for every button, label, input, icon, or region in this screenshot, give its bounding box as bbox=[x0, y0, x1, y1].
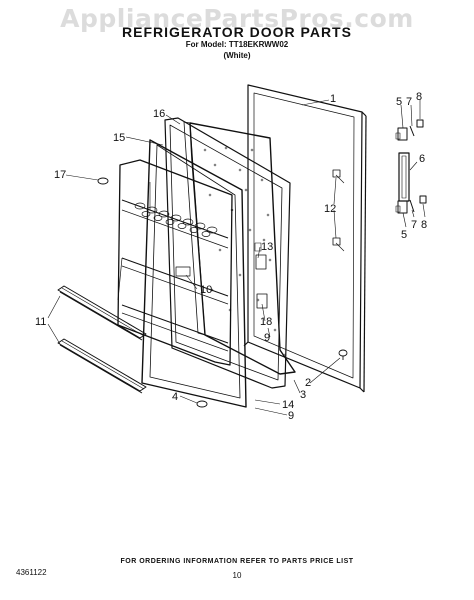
callout-labels: 1 16 15 17 5 7 8 6 12 5 7 8 13 10 18 9 1… bbox=[35, 91, 427, 422]
door-liner-frame bbox=[141, 139, 247, 408]
callout-5-bottom: 5 bbox=[401, 229, 407, 241]
callout-7-top: 7 bbox=[406, 96, 412, 108]
foam-insulation bbox=[183, 121, 296, 375]
ordering-note: FOR ORDERING INFORMATION REFER TO PARTS … bbox=[120, 558, 354, 565]
model-label: For Model: TT18EKRWW02 bbox=[185, 40, 289, 49]
door-liner-shelves bbox=[117, 159, 233, 366]
callout-16: 16 bbox=[153, 108, 165, 120]
callout-11: 11 bbox=[35, 316, 46, 328]
shelf-bars bbox=[57, 285, 147, 394]
callout-1: 1 bbox=[330, 93, 336, 105]
leader-lines bbox=[47, 99, 426, 416]
door-gasket bbox=[164, 117, 291, 389]
outer-door-panel bbox=[243, 84, 367, 393]
callout-10: 10 bbox=[200, 284, 212, 296]
color-label: (White) bbox=[223, 51, 251, 60]
callout-5-top: 5 bbox=[396, 96, 402, 108]
hinge-assembly bbox=[395, 119, 427, 214]
callout-8-bottom: 8 bbox=[421, 219, 427, 231]
callout-3: 3 bbox=[300, 389, 306, 401]
callout-8-top: 8 bbox=[416, 91, 422, 103]
small-parts bbox=[97, 177, 348, 408]
callout-9-lower: 9 bbox=[288, 410, 294, 422]
callout-7-bottom: 7 bbox=[411, 219, 417, 231]
document-number: 4361122 bbox=[16, 568, 47, 577]
callout-4: 4 bbox=[172, 391, 178, 403]
callout-14: 14 bbox=[282, 399, 294, 411]
page-number: 10 bbox=[232, 571, 242, 580]
callout-2: 2 bbox=[305, 377, 311, 389]
page-title: REFRIGERATOR DOOR PARTS bbox=[122, 24, 352, 40]
callout-17: 17 bbox=[54, 169, 66, 181]
callout-6: 6 bbox=[419, 153, 425, 165]
callout-9-upper: 9 bbox=[264, 332, 270, 344]
callout-18: 18 bbox=[260, 316, 272, 328]
callout-15: 15 bbox=[113, 132, 125, 144]
callout-12: 12 bbox=[324, 203, 336, 215]
callout-13: 13 bbox=[261, 241, 273, 253]
watermark-text: AppliancePartsPros.com bbox=[60, 4, 414, 33]
